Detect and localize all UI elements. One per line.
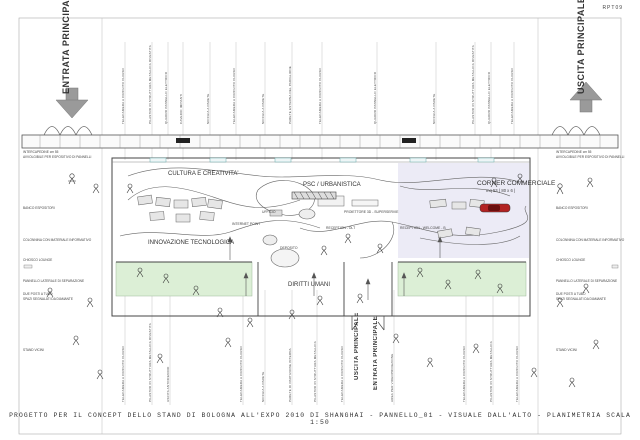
- green-area-right: [397, 261, 527, 297]
- bottom-label: PARETE DI PARTIZIONE INTERNA: [288, 348, 292, 402]
- zone-corner-size: mq 53 ( 80 x 6 ): [486, 188, 516, 193]
- top-label: QUADRO PANNELLO ELETTRICO: [373, 71, 377, 124]
- right-label: AVVOLGIBILE PER ESPOSITIVO DI PANNELLI: [556, 155, 625, 159]
- bottom-entrance-title: ENTRATA PRINCIPALE: [373, 315, 379, 390]
- label-ufficio: UFFICIO: [262, 210, 276, 214]
- right-label: STAND VICINI: [556, 348, 577, 352]
- left-label: BANCO ESPOSITORI: [23, 206, 55, 210]
- top-label: TELECAMERA A CIRCUITO CHIUSO: [232, 67, 236, 124]
- side-wall-panels: [23, 264, 619, 269]
- exhibit-panels-corner: [429, 198, 485, 239]
- bottom-exit-title: USCITA PRINCIPALE: [354, 312, 360, 380]
- zone-corner: CORNER COMMERCIALE: [477, 180, 556, 187]
- right-label: CHIOSCO LOUNGE: [556, 258, 586, 262]
- left-label: COLONNINA CON MATERIALE INFORMATIVO: [23, 238, 92, 242]
- bottom-leader-lines: [124, 290, 520, 405]
- bottom-label: TELECAMERA A CIRCUITO CHIUSO: [239, 345, 243, 402]
- bottom-label: TELECAMERA A CIRCUITO CHIUSO: [462, 345, 466, 402]
- left-arches: [43, 126, 93, 136]
- partition-walls: [116, 261, 526, 316]
- visitor-path-lines: [119, 167, 529, 259]
- bottom-label: PILASTRO IN STRUTTURA METALLICA RIVESTIT…: [148, 323, 152, 402]
- top-label: NICCHIA A PARETE: [206, 93, 210, 125]
- bottom-label: NICCHIA A PARETE: [261, 371, 265, 403]
- wall-niches: [149, 157, 495, 163]
- direction-arrows: [227, 236, 443, 300]
- label-reception-left: RECEPTION - OLT: [326, 226, 356, 230]
- right-arches: [551, 126, 601, 136]
- car-icon: [479, 203, 511, 213]
- label-reception-right: RECEPTION - WELCOME - B: [400, 226, 446, 230]
- top-label: TELECAMERA A CIRCUITO CHIUSO: [121, 67, 125, 124]
- label-deposito: DEPOSITO: [280, 246, 298, 250]
- exhibit-panels-cultura: [137, 194, 223, 223]
- entrance-arrow-icon: [55, 87, 89, 119]
- zone-cultura: CULTURA E CREATIVITA': [168, 171, 239, 177]
- left-label: PANNELLO LATERALE DI SEPARAZIONE: [23, 279, 85, 283]
- right-label: DUE POSTI A TUBO: [556, 292, 586, 296]
- sheet-frame: [18, 17, 622, 435]
- top-label: NICCHIA A PARETE: [261, 93, 265, 125]
- bottom-label: TELECAMERA A CIRCUITO CHIUSO: [121, 345, 125, 402]
- top-label: TELECAMERA A CIRCUITO CHIUSO: [318, 67, 322, 124]
- top-label: NICCHIA A PARETE: [432, 93, 436, 125]
- top-label: PILASTRO IN STRUTTURA METALLICA RIVESTIT…: [148, 45, 152, 124]
- top-label: CAVEDIO IMPIANTI: [179, 93, 183, 124]
- main-entrance-marks: [351, 316, 385, 331]
- label-totem: INTERNET POINT: [232, 222, 261, 226]
- green-area-left: [115, 261, 253, 297]
- psc-desk: [291, 191, 337, 200]
- top-label: TELECAMERA A CIRCUITO CHIUSO: [510, 67, 514, 124]
- people-figures: [46, 173, 600, 388]
- top-label: PARETE ESTERNA DEL PADIGLIONE: [288, 66, 292, 124]
- sheet-caption: PROGETTO PER IL CONCEPT DELLO STAND DI B…: [9, 412, 631, 426]
- left-label: CHIOSCO LOUNGE: [23, 258, 53, 262]
- zone-psc: PSC / URBANISTICA: [303, 182, 361, 188]
- exit-arrow-icon: [569, 81, 603, 113]
- bottom-label: PILASTRO IN STRUTTURA METALLICA: [313, 341, 317, 402]
- entrance-title: ENTRATA PRINCIPALE: [61, 0, 71, 94]
- bottom-label: PILASTRO IN STRUTTURA METALLICA: [489, 341, 493, 402]
- sheet-code: RPT09: [602, 5, 623, 11]
- bottom-label: TELECAMERA A CIRCUITO CHIUSO: [515, 345, 519, 402]
- bottom-label: AREA PER VIDEOPROIEZIONE: [390, 353, 394, 402]
- top-label: PILASTRO IN STRUTTURA METALLICA RIVESTIT…: [471, 45, 475, 124]
- exit-title: USCITA PRINCIPALE: [576, 0, 586, 94]
- zone-innovazione: INNOVAZIONE TECNOLOGICA: [148, 240, 235, 246]
- stand-boundary: [111, 157, 531, 317]
- right-label: SPAZI SEGNALATI DA DIAMANTE: [556, 297, 607, 301]
- right-label: COLONNINA CON MATERIALE INFORMATIVO: [556, 238, 625, 242]
- bottom-label: TELECAMERA A CIRCUITO CHIUSO: [340, 345, 344, 402]
- left-label: INTERCAPEDINE cm 55: [23, 150, 59, 154]
- left-label: STAND VICINI: [23, 348, 44, 352]
- zone-diritti: DIRITTI UMANI: [288, 282, 330, 288]
- label-proiettore: PROIETTORE 3D - SUPERSERVIE: [344, 210, 399, 214]
- right-label: INTERCAPEDINE cm 55: [556, 150, 592, 154]
- left-label: DUE POSTI A TUBO: [23, 292, 53, 296]
- right-label: BANCO ESPOSITORI: [556, 206, 588, 210]
- top-label: QUADRO PANNELLO ELETTRICO: [164, 71, 168, 124]
- left-label: AVVOLGIBILE PER ESPOSITIVO DI PANNELLI: [23, 155, 92, 159]
- bottom-label: USCITA ANTINCENDIO: [166, 366, 170, 402]
- right-label: PANNELLO LATERALE DI SEPARAZIONE: [556, 279, 618, 283]
- pavilion-wall: [21, 134, 619, 149]
- left-label: SPAZI SEGNALATI DA DIAMANTE: [23, 297, 74, 301]
- top-label: QUADRO PANNELLO ELETTRICO: [487, 71, 491, 124]
